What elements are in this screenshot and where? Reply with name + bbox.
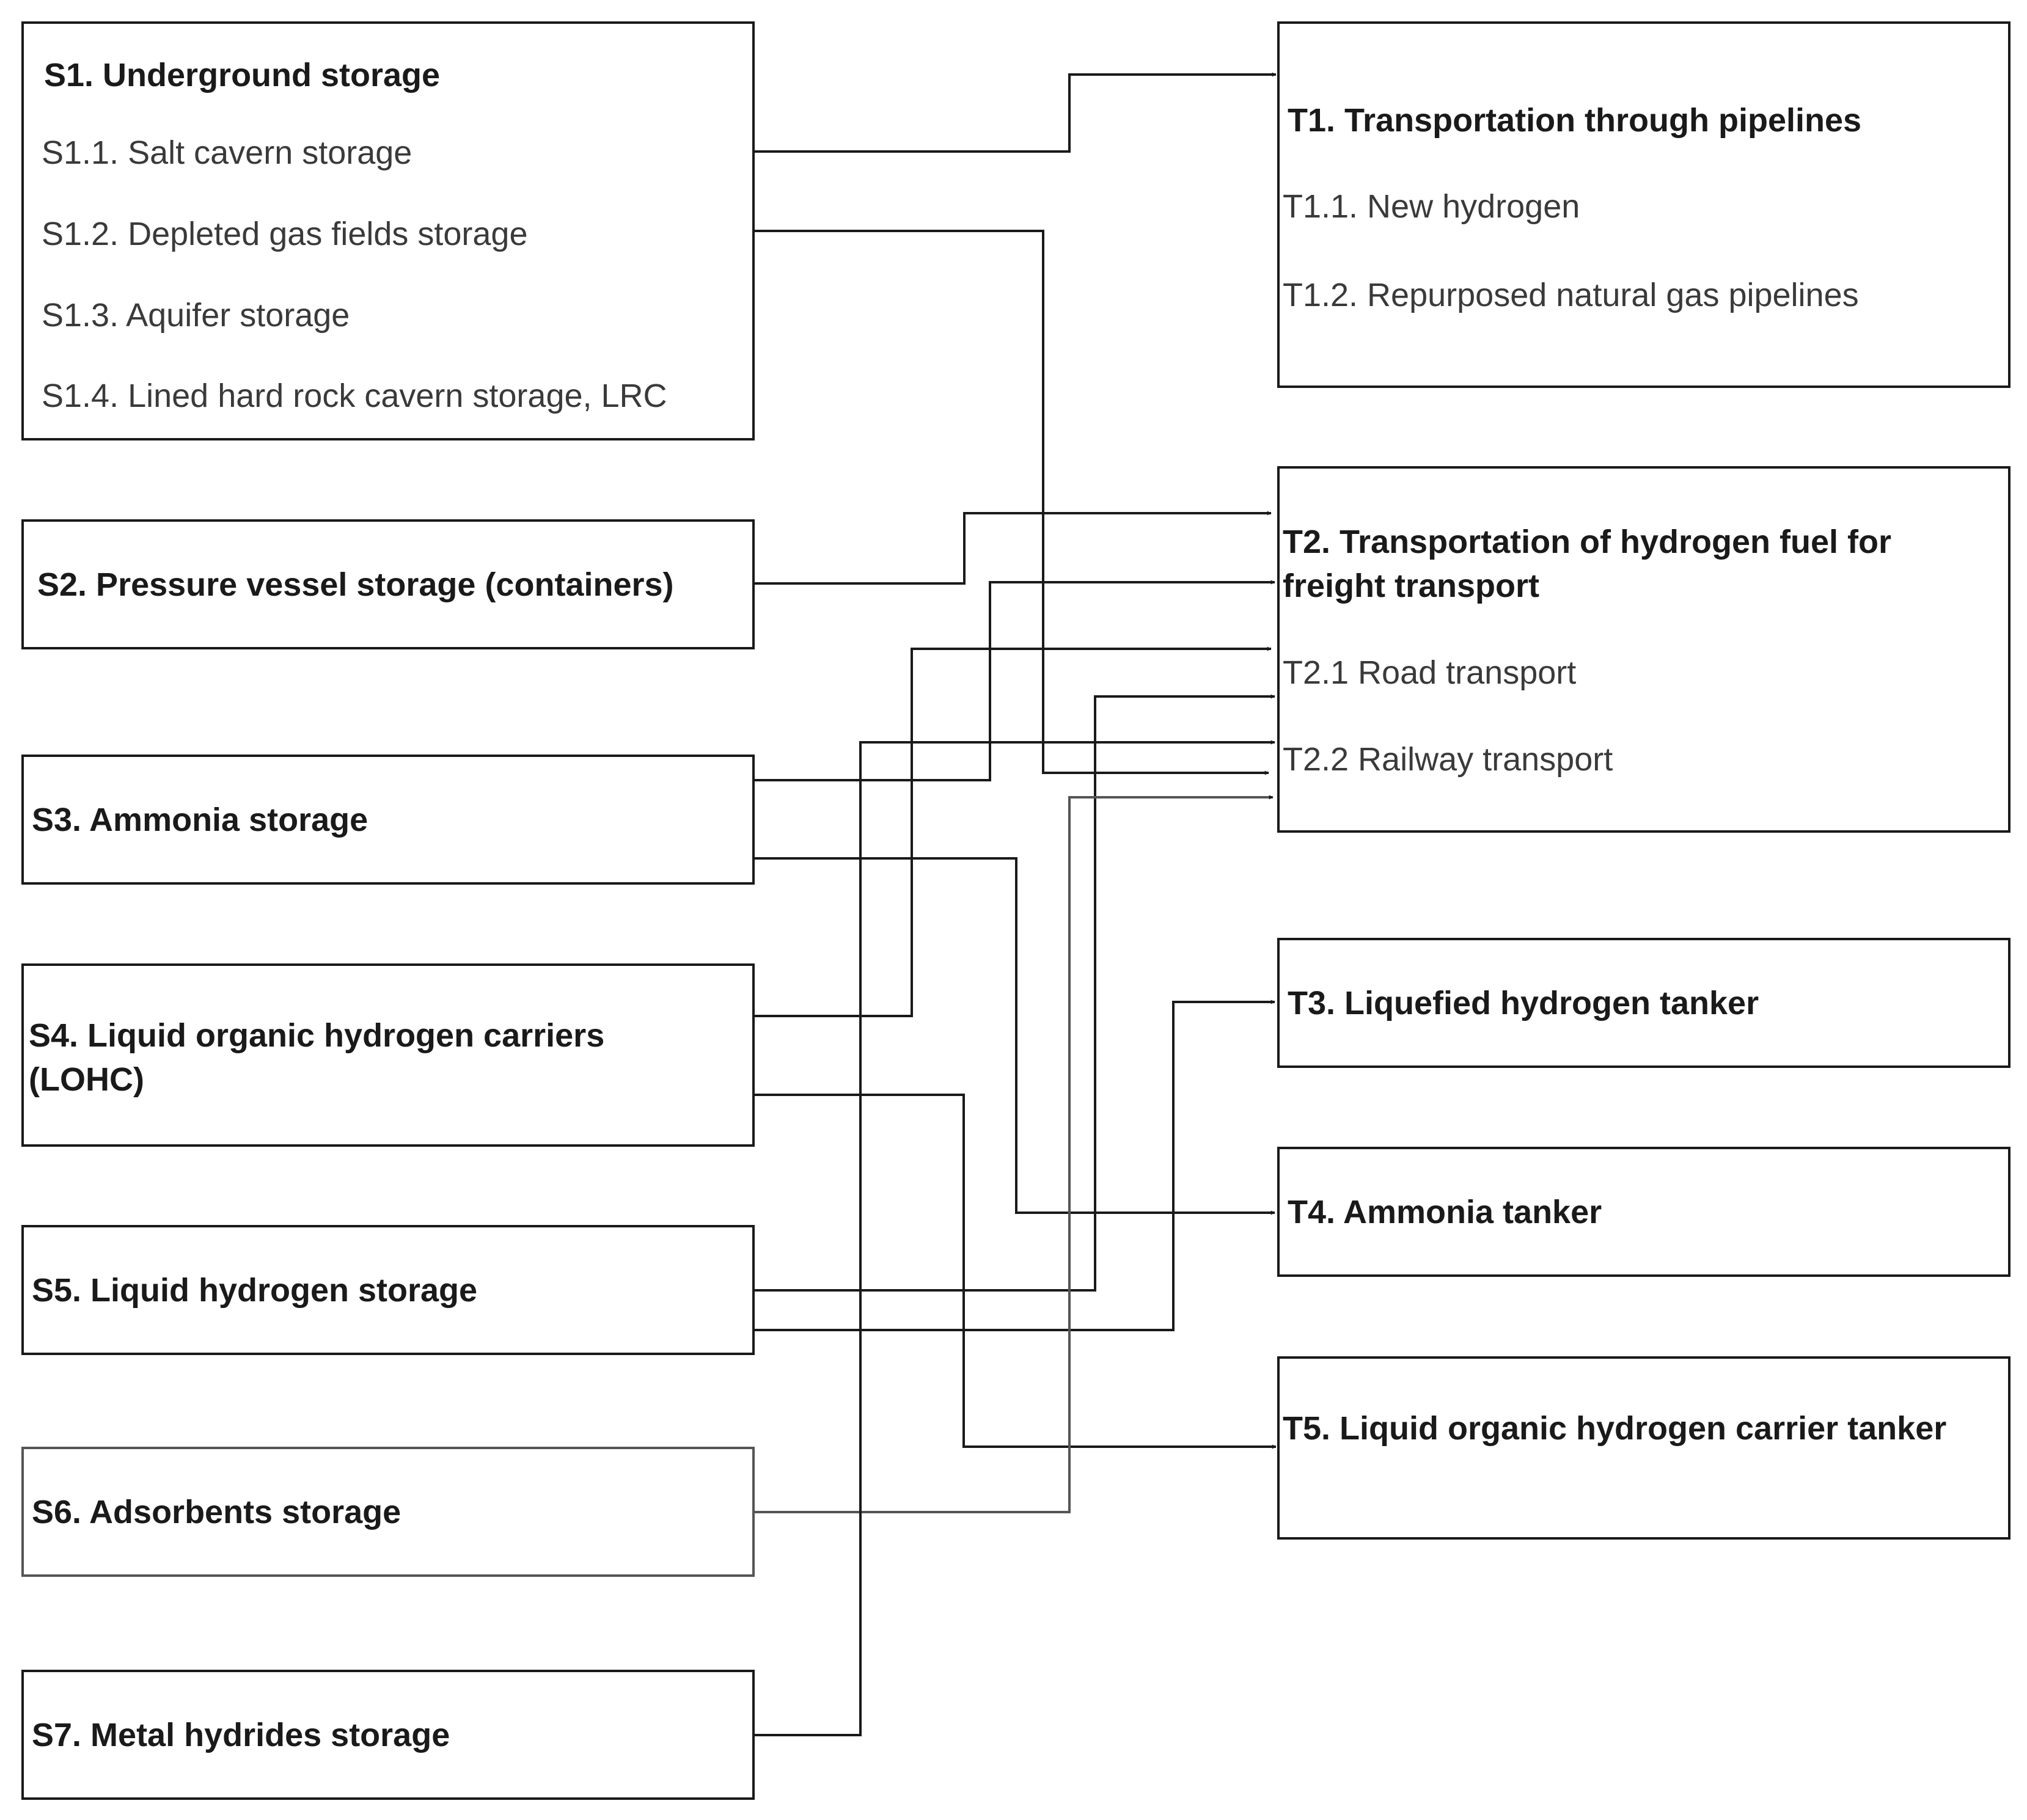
storage-title-s4: S4. Liquid organic hydrogen carriers (LO… <box>29 1017 605 1098</box>
storage-item-s1-1: S1.1. Salt cavern storage <box>42 134 412 171</box>
storage-title-s3: S3. Ammonia storage <box>32 802 368 838</box>
transport-item-t1-1: T1.1. New hydrogen <box>1283 188 1580 225</box>
storage-box-s6: S6. Adsorbents storage <box>21 1447 755 1577</box>
transport-title-t3: T3. Liquefied hydrogen tanker <box>1288 985 1759 1021</box>
connector-s1-1-to-t1 <box>755 72 1277 153</box>
connector-s2-to-t2 <box>755 511 1272 585</box>
storage-title-s7: S7. Metal hydrides storage <box>32 1717 450 1753</box>
storage-title-s2: S2. Pressure vessel storage (containers) <box>37 566 674 603</box>
transport-title-t4: T4. Ammonia tanker <box>1288 1194 1602 1230</box>
transport-box-t1: T1. Transportation through pipelines T1.… <box>1277 21 2011 388</box>
connector-s3-to-t2 <box>755 580 1275 781</box>
storage-box-s5: S5. Liquid hydrogen storage <box>21 1225 755 1355</box>
storage-box-s7: S7. Metal hydrides storage <box>21 1670 755 1800</box>
storage-box-s3: S3. Ammonia storage <box>21 755 755 885</box>
transport-item-t2-2: T2.2 Railway transport <box>1283 741 1613 778</box>
connector-s4-to-t2-1 <box>755 646 1272 1017</box>
transport-title-t2: T2. Transportation of hydrogen fuel for … <box>1283 524 1892 604</box>
storage-item-s1-3: S1.3. Aquifer storage <box>42 297 350 334</box>
transport-box-t5: T5. Liquid organic hydrogen carrier tank… <box>1277 1356 2011 1540</box>
connector-s4-to-t5 <box>755 1094 1277 1449</box>
storage-item-s1-4: S1.4. Lined hard rock cavern storage, LR… <box>42 378 667 414</box>
storage-box-s4: S4. Liquid organic hydrogen carriers (LO… <box>21 963 755 1147</box>
connector-s3-to-t4 <box>755 857 1275 1215</box>
storage-item-s1-2: S1.2. Depleted gas fields storage <box>42 216 528 252</box>
transport-title-t5: T5. Liquid organic hydrogen carrier tank… <box>1283 1410 1947 1447</box>
connector-s1-2-to-t2-2 <box>755 230 1269 775</box>
storage-box-s1: S1. Underground storage S1.1. Salt caver… <box>21 21 755 440</box>
transport-title-t1: T1. Transportation through pipelines <box>1288 102 1862 139</box>
transport-box-t4: T4. Ammonia tanker <box>1277 1147 2011 1277</box>
storage-title-s1: S1. Underground storage <box>44 57 441 93</box>
storage-title-s5: S5. Liquid hydrogen storage <box>32 1272 478 1309</box>
transport-item-t2-1: T2.1 Road transport <box>1283 654 1577 691</box>
storage-box-s2: S2. Pressure vessel storage (containers) <box>21 519 755 649</box>
connector-s7-to-t2-2 <box>755 740 1275 1736</box>
transport-box-t3: T3. Liquefied hydrogen tanker <box>1277 938 2011 1068</box>
connector-s6-to-t2-2 <box>755 795 1274 1513</box>
transport-item-t1-2: T1.2. Repurposed natural gas pipelines <box>1283 277 1859 313</box>
connector-s5-to-t2-1 <box>755 694 1275 1292</box>
transport-box-t2: T2. Transportation of hydrogen fuel for … <box>1277 466 2011 833</box>
storage-title-s6: S6. Adsorbents storage <box>32 1494 401 1530</box>
connector-s5-to-t3 <box>755 1000 1275 1331</box>
